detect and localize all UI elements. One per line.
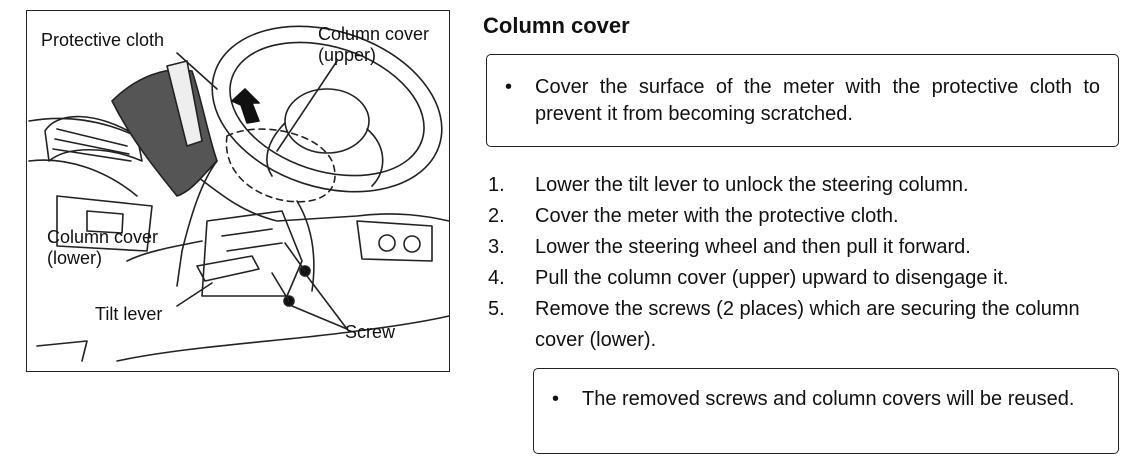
step-item: 1. Lower the tilt lever to unlock the st… xyxy=(488,170,1128,201)
label-column-cover-upper-line1: Column cover xyxy=(318,24,430,44)
step-number: 2. xyxy=(488,205,505,227)
step-number: 3. xyxy=(488,236,505,258)
step-text: Remove the screws (2 places) which are s… xyxy=(535,298,1080,351)
step-number: 5. xyxy=(488,298,505,320)
procedure-steps: 1. Lower the tilt lever to unlock the st… xyxy=(488,170,1128,356)
label-tilt-lever: Tilt lever xyxy=(95,304,163,324)
note-box: • The removed screws and column covers w… xyxy=(533,368,1119,454)
caution-bullet: • xyxy=(505,76,513,98)
step-text: Cover the meter with the protective clot… xyxy=(535,205,899,227)
step-number: 1. xyxy=(488,174,505,196)
note-bullet: • xyxy=(552,388,560,410)
section-title: Column cover xyxy=(483,13,630,38)
step-item: 4. Pull the column cover (upper) upward … xyxy=(488,263,1128,294)
label-column-cover-lower-line1: Column cover xyxy=(47,227,159,247)
step-item: 2. Cover the meter with the protective c… xyxy=(488,201,1128,232)
caution-box: • Cover the surface of the meter with th… xyxy=(486,54,1119,147)
note-text: The removed screws and column covers wil… xyxy=(582,388,1075,410)
step-text: Lower the steering wheel and then pull i… xyxy=(535,236,971,258)
step-text: Pull the column cover (upper) upward to … xyxy=(535,267,1009,289)
label-protective-cloth: Protective cloth xyxy=(41,30,165,50)
column-cover-illustration: Protective cloth Column cover (upper) Co… xyxy=(26,10,450,372)
step-item: 3. Lower the steering wheel and then pul… xyxy=(488,232,1128,263)
step-number: 4. xyxy=(488,267,505,289)
caution-text: Cover the surface of the meter with the … xyxy=(535,76,1100,125)
step-text: Lower the tilt lever to unlock the steer… xyxy=(535,174,969,196)
step-item: 5. Remove the screws (2 places) which ar… xyxy=(488,294,1128,356)
label-column-cover-lower-line2: (lower) xyxy=(47,248,103,268)
steering-column-drawing xyxy=(28,25,450,362)
label-screw: Screw xyxy=(345,322,396,342)
label-column-cover-upper-line2: (upper) xyxy=(318,45,377,65)
